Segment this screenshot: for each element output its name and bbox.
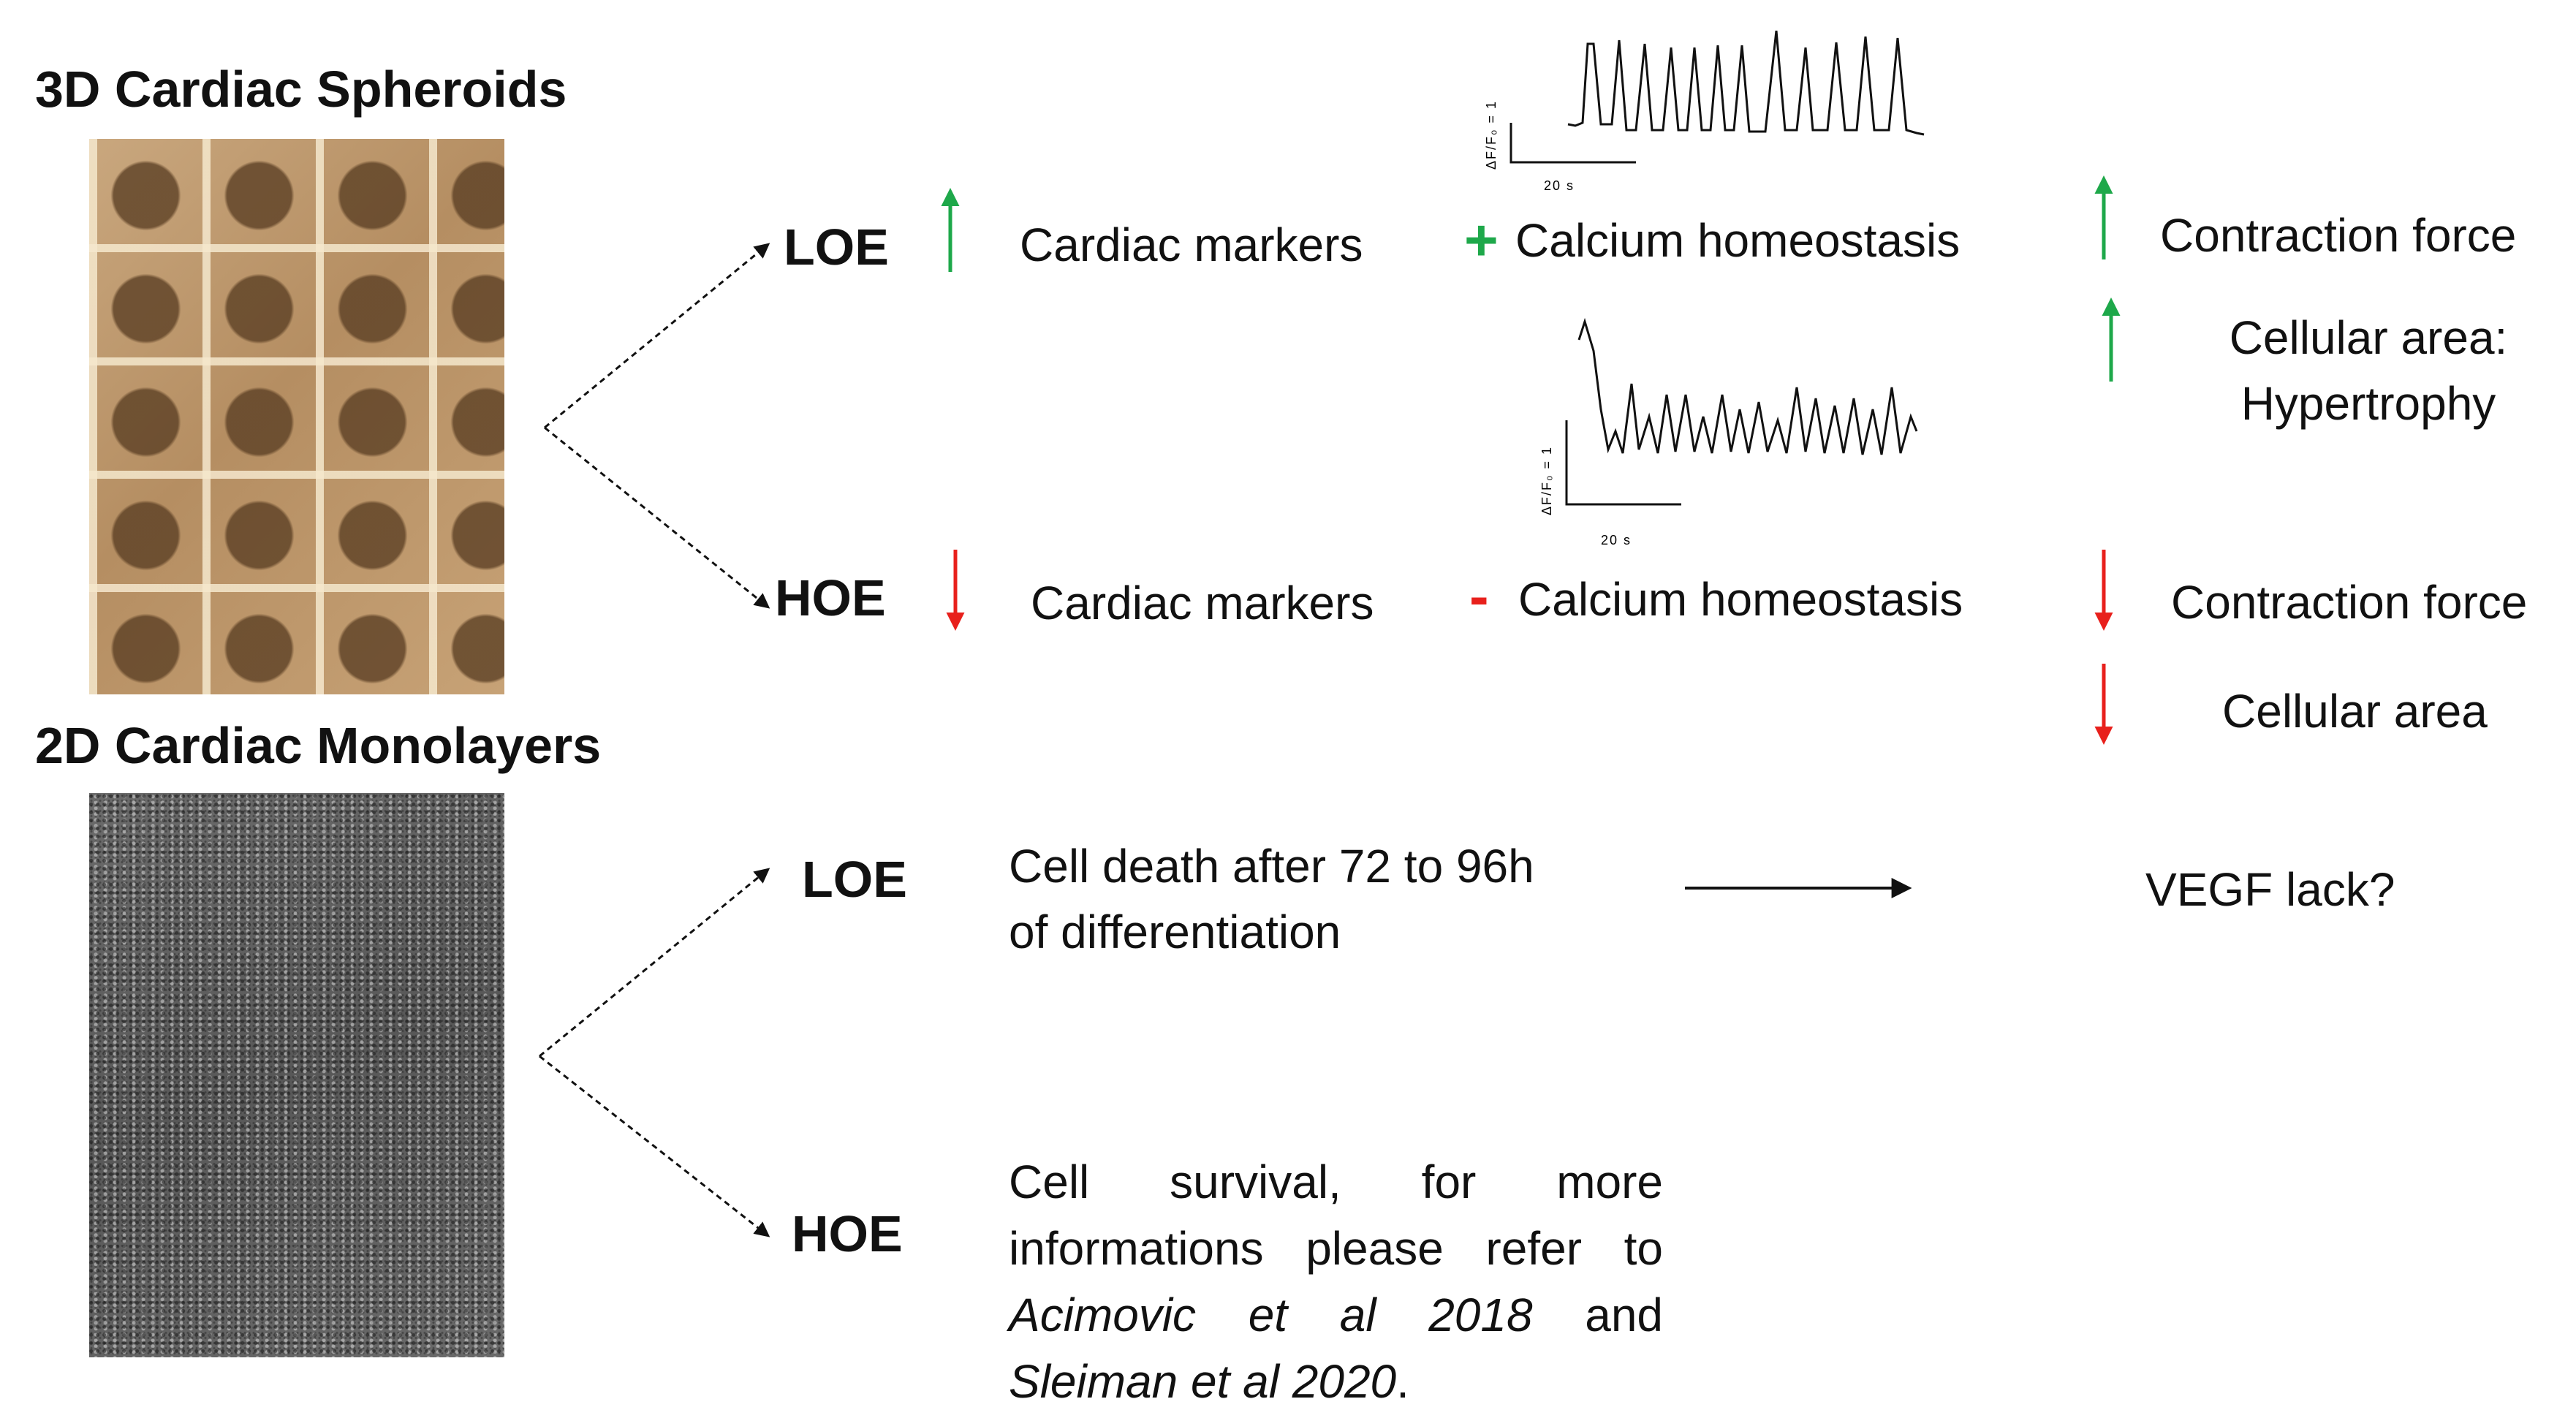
monolayers-hoe-line4: Sleiman et al 2020. <box>1009 1355 1409 1408</box>
monolayers-hoe-line3: Acimovic et al 2018 and <box>1009 1289 1663 1341</box>
reference-sleiman: Sleiman et al 2020 <box>1009 1355 1397 1408</box>
hoe-contraction-force: Contraction force <box>2171 576 2528 629</box>
monolayers-loe-line1: Cell death after 72 to 96h <box>1009 840 1534 892</box>
hoe-calcium-sign: - <box>1469 564 1489 629</box>
loe-calcium-homeostasis: Calcium homeostasis <box>1515 214 1961 267</box>
spheroids-loe-connector <box>544 243 770 429</box>
loe-calcium-trace: 20 s ΔF/F₀ = 1 <box>1484 30 1925 193</box>
monolayers-loe-conclusion: VEGF lack? <box>2145 863 2395 916</box>
spheroids-hoe-label: HOE <box>775 569 886 626</box>
hoe-trace-scale-y: ΔF/F₀ = 1 <box>1539 446 1554 515</box>
monolayers-title: 2D Cardiac Monolayers <box>35 717 602 774</box>
monolayers-loe-label: LOE <box>802 851 907 908</box>
monolayers-hoe-connector <box>539 1055 770 1237</box>
loe-contraction-force: Contraction force <box>2160 209 2517 262</box>
loe-cardiac-markers: Cardiac markers <box>1020 219 1363 271</box>
spheroids-loe-label: LOE <box>784 219 889 276</box>
monolayers-hoe-line2: informations please refer to <box>1009 1222 1663 1275</box>
loe-hypertrophy: Hypertrophy <box>2240 377 2496 430</box>
hoe-calcium-trace: 20 s ΔF/F₀ = 1 <box>1539 317 1918 547</box>
spheroids-micrograph <box>89 139 504 694</box>
hoe-cardiac-markers: Cardiac markers <box>1031 577 1374 629</box>
monolayers-hoe-text: Cell survival, for more informations ple… <box>1009 1149 1663 1415</box>
spheroids-hoe-connector <box>544 426 770 609</box>
hoe-calcium-homeostasis: Calcium homeostasis <box>1518 573 1963 626</box>
loe-trace-scale-y: ΔF/F₀ = 1 <box>1484 100 1499 170</box>
spheroids-title: 3D Cardiac Spheroids <box>35 61 567 118</box>
reference-acimovic: Acimovic et al 2018 <box>1009 1289 1533 1341</box>
hoe-trace-scale-x: 20 s <box>1601 533 1632 547</box>
loe-calcium-sign: + <box>1464 208 1499 273</box>
loe-trace-scale-x: 20 s <box>1544 178 1575 193</box>
monolayers-loe-connector <box>539 868 770 1058</box>
loe-cellular-area: Cellular area: <box>2229 311 2508 364</box>
hoe-cellular-area: Cellular area <box>2222 685 2488 738</box>
monolayers-hoe-line1: Cell survival, for more <box>1009 1156 1663 1208</box>
monolayers-hoe-label: HOE <box>792 1205 903 1262</box>
monolayers-loe-line2: of differentiation <box>1009 906 1341 958</box>
monolayer-micrograph <box>89 793 504 1357</box>
